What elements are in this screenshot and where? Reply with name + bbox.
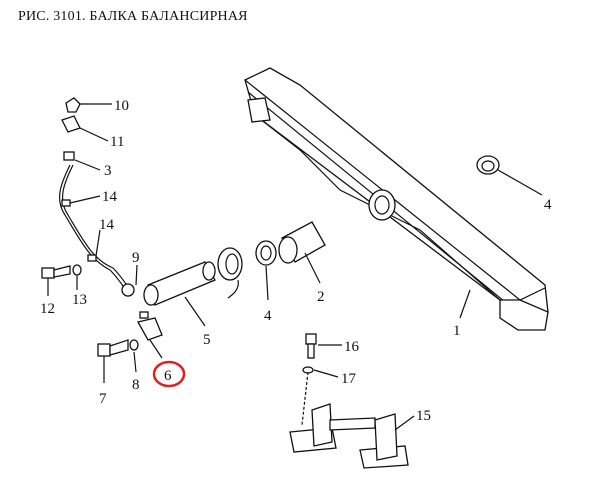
callout-3: 3: [104, 163, 112, 179]
bolt-12: [41, 264, 82, 279]
callout-4-right: 4: [544, 197, 552, 213]
shaft-2: [278, 221, 326, 264]
pin-5: [143, 261, 216, 306]
callout-17: 17: [341, 371, 357, 387]
callout-1: 1: [453, 323, 461, 339]
bracket-15: [289, 403, 409, 469]
callout-4-left: 4: [264, 308, 272, 324]
callout-6[interactable]: 6: [164, 368, 172, 384]
callout-14a: 14: [102, 189, 118, 205]
bolt-7: [97, 311, 163, 357]
callout-15: 15: [416, 408, 431, 424]
callout-12: 12: [40, 301, 55, 317]
bushing-right: [476, 155, 500, 175]
grease-fitting: [61, 97, 81, 161]
callout-labels: 10 11 3 14 14 9 13 12 5 2 4 4 1 16 17 6 …: [40, 98, 552, 424]
callout-2: 2: [317, 289, 325, 305]
lube-tube: [58, 164, 135, 297]
figure-title: РИС. 3101. БАЛКА БАЛАНСИРНАЯ: [18, 9, 248, 24]
callout-9: 9: [132, 250, 140, 266]
callout-5: 5: [203, 332, 211, 348]
balance-beam: [244, 67, 549, 331]
callout-16: 16: [344, 339, 360, 355]
bushing-left: [255, 240, 277, 266]
bolt-16: [301, 333, 317, 426]
callout-13: 13: [72, 292, 87, 308]
leader-lines: [47, 103, 543, 431]
callout-14b: 14: [99, 217, 115, 233]
callout-11: 11: [110, 134, 124, 150]
callout-10: 10: [114, 98, 129, 114]
callout-7: 7: [99, 391, 107, 407]
callout-8: 8: [132, 377, 140, 393]
seal-ring: [217, 247, 243, 299]
highlight-circle: [152, 360, 186, 388]
